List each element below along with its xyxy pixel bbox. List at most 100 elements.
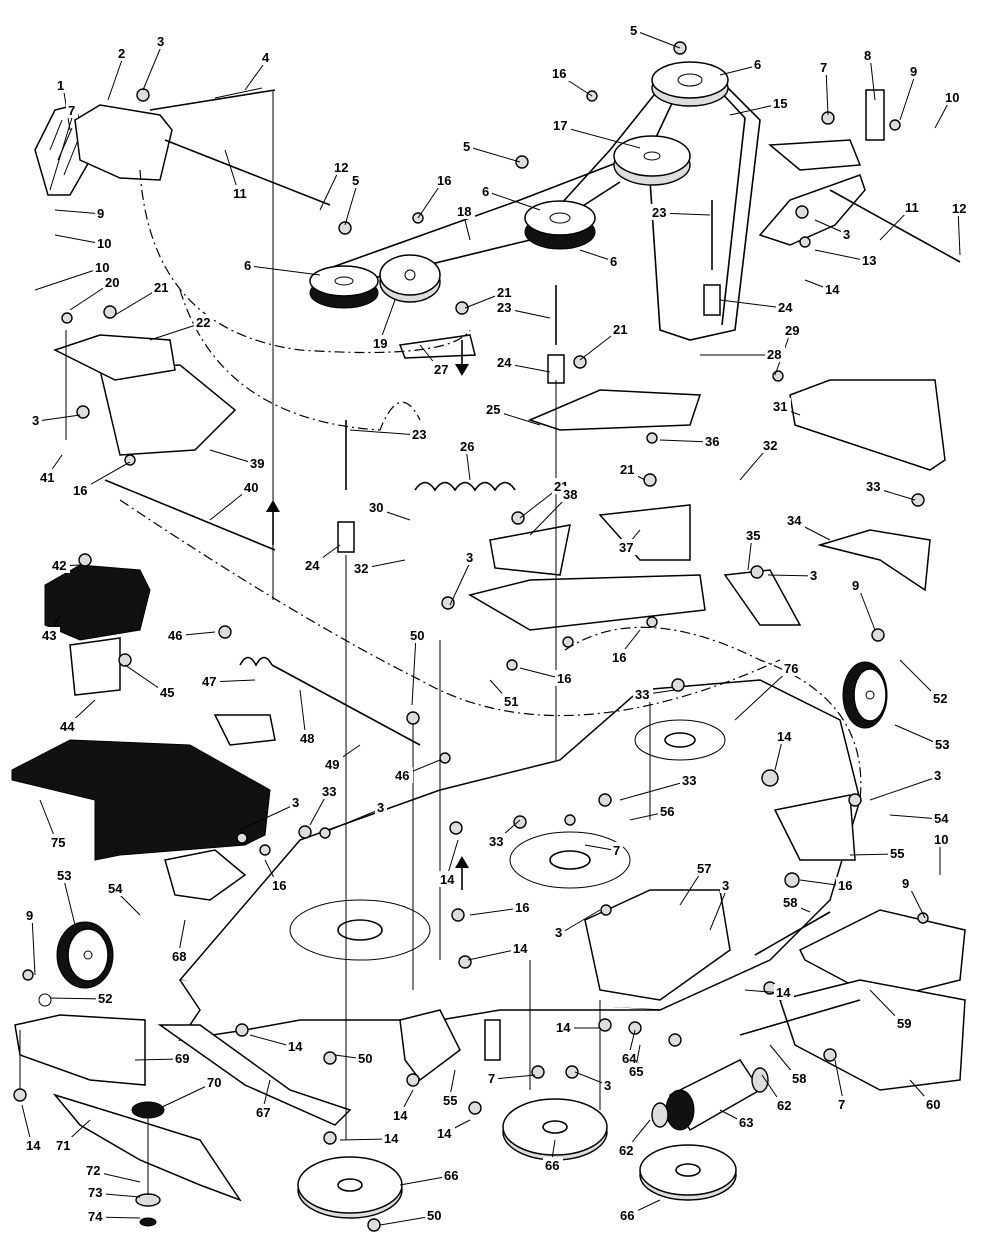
callout-backdrop <box>782 660 802 676</box>
callout-leader <box>411 635 417 706</box>
callout-backdrop <box>775 728 795 744</box>
callout-number: 45 <box>160 685 174 700</box>
callout-number: 14 <box>513 941 528 956</box>
callout-number: 10 <box>945 90 959 105</box>
callout-number: 9 <box>97 206 104 221</box>
callout-backdrop <box>242 479 262 495</box>
callout-backdrop <box>628 22 640 38</box>
callout-number: 3 <box>555 925 562 940</box>
callout-backdrop <box>155 33 167 49</box>
callout-number: 11 <box>905 200 919 215</box>
callout-number: 16 <box>552 66 566 81</box>
callout-backdrop <box>455 203 475 219</box>
callout-leader <box>149 322 203 341</box>
callout-backdrop <box>303 557 323 573</box>
callout-number: 67 <box>256 1105 270 1120</box>
callout-backdrop <box>680 772 700 788</box>
callout-number: 7 <box>488 1071 495 1086</box>
callout-backdrop <box>486 1070 498 1086</box>
callout-number: 46 <box>395 768 409 783</box>
callout-number: 23 <box>412 427 426 442</box>
callout-leader <box>619 780 689 801</box>
callout-number: 53 <box>935 737 949 752</box>
callout-backdrop <box>744 527 764 543</box>
callout-backdrop <box>862 47 874 63</box>
belt-guards <box>53 334 946 631</box>
callout-backdrop <box>66 102 78 118</box>
callout-number: 66 <box>620 1208 634 1223</box>
callout-backdrop <box>49 834 69 850</box>
callout-backdrop <box>382 1130 402 1146</box>
callout-number: 33 <box>682 773 696 788</box>
callout-backdrop <box>720 877 732 893</box>
callout-number: 12 <box>334 160 348 175</box>
hardware-nuts <box>13 41 929 1232</box>
callout-backdrop <box>611 842 623 858</box>
callout-backdrop <box>860 252 880 268</box>
callout-leader <box>379 1215 434 1226</box>
callout-backdrop <box>484 401 504 417</box>
callout-number: 44 <box>60 719 75 734</box>
callout-leader <box>814 249 869 262</box>
callout-number: 52 <box>933 691 947 706</box>
callout-number: 54 <box>108 881 123 896</box>
callout-number: 10 <box>97 236 111 251</box>
callout-number: 42 <box>52 558 66 573</box>
callout-number: 27 <box>434 362 448 377</box>
callout-backdrop <box>55 77 67 93</box>
callout-number: 57 <box>697 861 711 876</box>
callout-backdrop <box>86 1184 106 1200</box>
callout-backdrop <box>487 833 507 849</box>
callout-backdrop <box>106 880 126 896</box>
callout-number: 32 <box>763 438 777 453</box>
callout-backdrop <box>323 756 343 772</box>
callout-leader <box>467 948 520 961</box>
callout-number: 41 <box>40 470 54 485</box>
callout-leader <box>34 267 102 291</box>
callout-number: 9 <box>852 578 859 593</box>
callout-backdrop <box>95 205 107 221</box>
callout-leader <box>869 55 876 101</box>
callout-backdrop <box>371 335 391 351</box>
direction-arrows <box>266 340 469 890</box>
callout-backdrop <box>776 299 796 315</box>
center-pulley <box>524 200 596 250</box>
callout-number: 14 <box>440 872 455 887</box>
callout-number: 35 <box>746 528 760 543</box>
callout-number: 5 <box>630 23 637 38</box>
callout-backdrop <box>495 299 515 315</box>
springs <box>104 479 516 746</box>
callout-number: 14 <box>776 985 791 1000</box>
callout-leader <box>49 997 105 1000</box>
callout-backdrop <box>461 138 473 154</box>
callout-number: 65 <box>629 1064 643 1079</box>
callout-number: 66 <box>444 1168 458 1183</box>
callout-backdrop <box>38 469 58 485</box>
callout-leader <box>957 208 961 256</box>
callout-leader <box>62 875 76 926</box>
callout-leader <box>493 1074 536 1080</box>
callout-backdrop <box>442 1167 462 1183</box>
callout-backdrop <box>553 924 565 940</box>
callout-number: 33 <box>489 834 503 849</box>
idler-pulley-17 <box>613 135 691 186</box>
callout-number: 54 <box>934 811 949 826</box>
callout-number: 14 <box>393 1108 408 1123</box>
callout-number: 24 <box>305 558 320 573</box>
callout-backdrop <box>617 1142 637 1158</box>
callout-leader <box>468 146 521 163</box>
callout-leader <box>239 802 299 831</box>
callout-backdrop <box>836 1096 848 1112</box>
callout-number: 14 <box>556 1020 571 1035</box>
callout-backdrop <box>765 346 785 362</box>
callout-number: 62 <box>619 1143 633 1158</box>
callout-number: 23 <box>652 205 666 220</box>
callout-backdrop <box>785 512 805 528</box>
callout-number: 15 <box>773 96 787 111</box>
callout-backdrop <box>350 172 362 188</box>
callout-backdrop <box>658 803 678 819</box>
callout-backdrop <box>790 1070 810 1086</box>
callout-backdrop <box>86 1208 106 1224</box>
callout-backdrop <box>438 871 458 887</box>
